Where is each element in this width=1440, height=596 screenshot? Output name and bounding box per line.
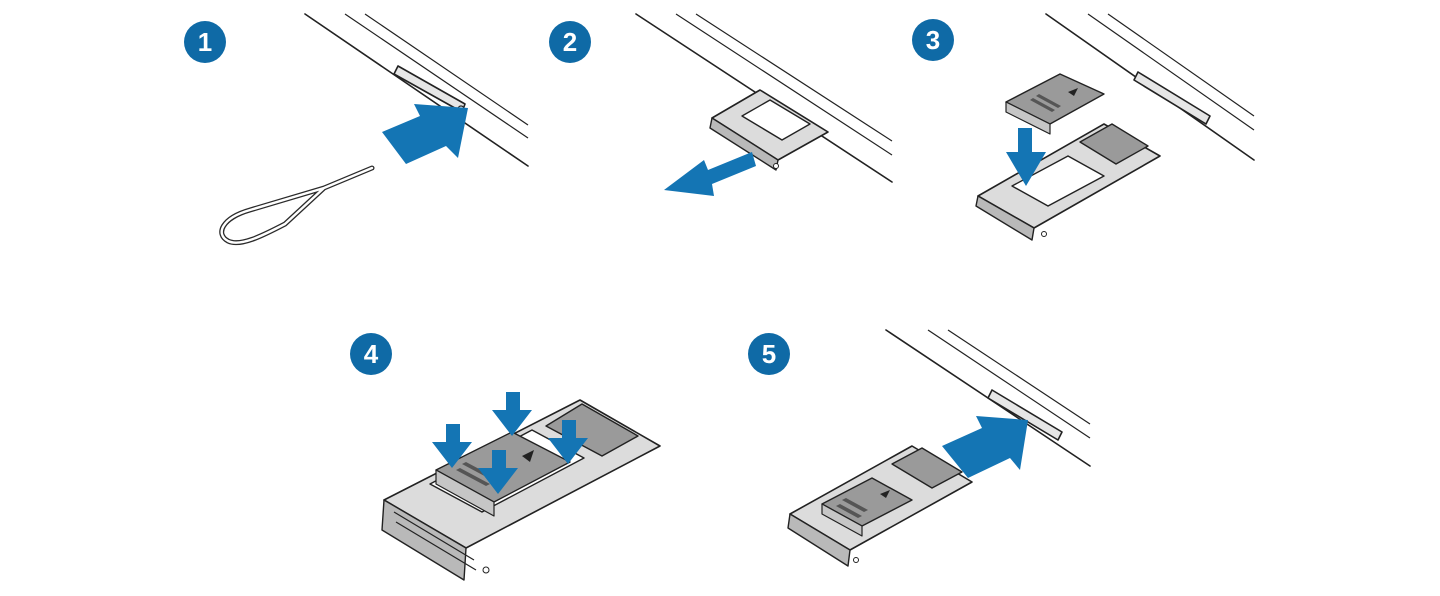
step-2-panel: 2: [549, 13, 893, 196]
eject-arrow-2: [664, 152, 756, 196]
step-1-number: 1: [198, 27, 212, 57]
step-5-panel: 5: [748, 329, 1091, 567]
step-1-badge: 1: [184, 21, 226, 63]
step-5-number: 5: [762, 339, 776, 369]
sim-tray-4: [381, 399, 661, 581]
press-arrows-4: [432, 392, 588, 494]
step-3-number: 3: [926, 25, 940, 55]
phone-edge-1: [304, 13, 529, 167]
insert-arrow-1: [382, 104, 468, 164]
sim-tray-2: [709, 89, 829, 171]
step-2-number: 2: [563, 27, 577, 57]
step-3-badge: 3: [912, 19, 954, 61]
ejection-pin: [219, 165, 375, 246]
insert-arrow-5: [942, 416, 1028, 478]
phone-edge-3: [1045, 13, 1255, 161]
sim-tray-3: [975, 123, 1161, 241]
phone-edge-5: [885, 329, 1091, 467]
step-4-panel: 4: [350, 333, 661, 581]
down-arrow-3: [1006, 128, 1046, 186]
step-1-panel: 1: [184, 13, 529, 246]
step-5-badge: 5: [748, 333, 790, 375]
microsd-card-5: [821, 477, 913, 537]
step-4-number: 4: [364, 339, 379, 369]
step-4-badge: 4: [350, 333, 392, 375]
microsd-card-3: [1005, 73, 1105, 135]
step-3-panel: 3: [912, 13, 1255, 241]
step-2-badge: 2: [549, 21, 591, 63]
